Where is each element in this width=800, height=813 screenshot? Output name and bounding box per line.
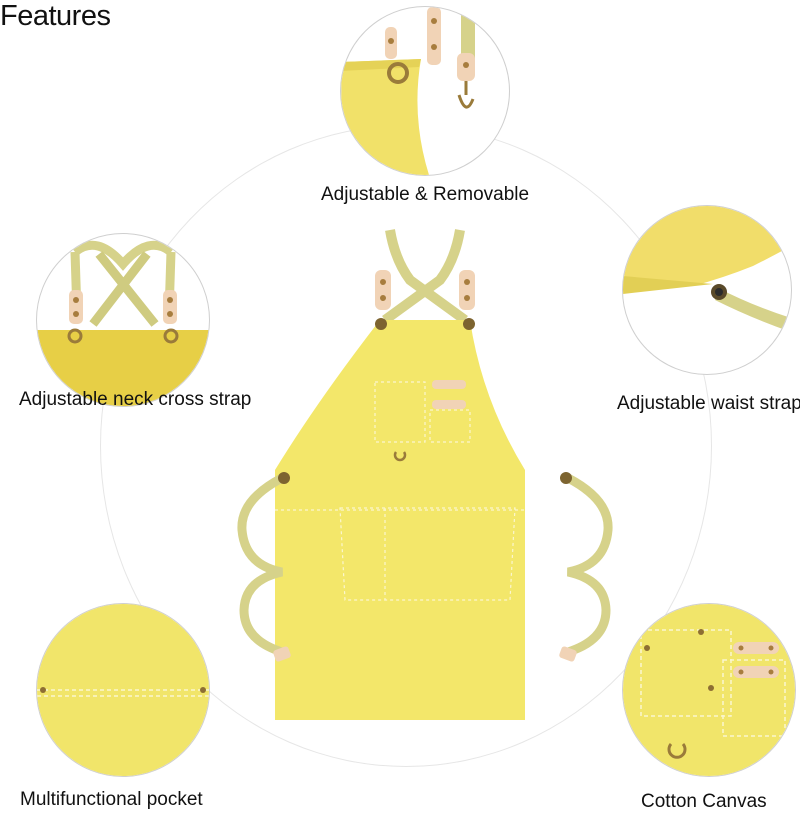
feature-label-neck-strap: Adjustable neck cross strap (19, 389, 252, 410)
pocket-detail-image (36, 603, 210, 777)
apron-image (237, 229, 613, 720)
neck-strap-detail-image (36, 233, 210, 407)
canvas-detail-image (622, 603, 796, 777)
feature-label-removable: Adjustable & Removable (321, 184, 530, 205)
waist-strap-detail-image (622, 205, 792, 375)
feature-label-waist-strap: Adjustable waist strap (617, 393, 800, 414)
feature-label-pocket: Multifunctional pocket (20, 789, 203, 810)
feature-label-canvas: Cotton Canvas (641, 791, 767, 812)
removable-detail-image (340, 6, 510, 176)
page-title: Features (0, 0, 111, 32)
